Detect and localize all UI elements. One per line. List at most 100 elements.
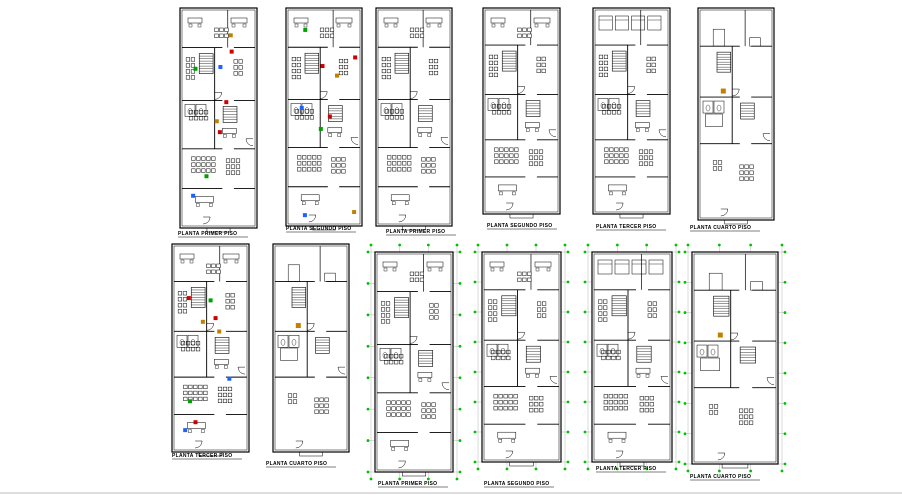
chair <box>613 394 618 399</box>
chair <box>536 68 541 73</box>
chair <box>488 305 493 310</box>
chair <box>401 412 406 417</box>
entrance-step <box>724 219 748 225</box>
chair <box>517 33 522 38</box>
chair <box>431 408 436 413</box>
chair <box>312 161 317 166</box>
chair <box>603 394 608 399</box>
chair <box>603 317 608 322</box>
chair <box>744 176 749 181</box>
chair <box>297 167 302 172</box>
chair <box>533 161 539 166</box>
chair <box>429 309 434 314</box>
chair <box>501 110 507 115</box>
chair <box>646 56 651 61</box>
chair <box>193 396 198 401</box>
entrance-step <box>619 461 645 467</box>
chair <box>506 355 511 361</box>
chair <box>203 384 208 389</box>
door-swing <box>410 336 418 344</box>
chair <box>496 349 501 355</box>
chair <box>498 394 503 399</box>
chair <box>528 161 534 166</box>
chair <box>397 167 402 172</box>
desk <box>417 372 433 378</box>
chair <box>426 414 431 419</box>
chair <box>389 115 394 120</box>
chair <box>639 408 644 413</box>
chair <box>433 70 439 76</box>
chair <box>744 164 749 169</box>
chair <box>191 162 196 167</box>
plan-title: PLANTA CUARTO PISO <box>266 461 327 467</box>
chair <box>613 406 618 411</box>
desk <box>608 184 627 192</box>
chair <box>609 147 614 152</box>
equipment-marker <box>229 49 234 54</box>
chair <box>609 153 614 158</box>
desk <box>534 261 552 268</box>
equipment-marker <box>295 323 301 329</box>
restroom <box>498 98 510 111</box>
chair <box>338 70 344 76</box>
chair <box>409 271 414 276</box>
chair <box>409 27 415 32</box>
chair <box>387 167 392 172</box>
equipment-marker <box>352 210 357 215</box>
chair <box>414 33 420 38</box>
chair <box>201 168 206 173</box>
equipment-marker <box>717 332 723 338</box>
chair <box>302 161 307 166</box>
chair <box>603 305 608 310</box>
floor-plan-9: PLANTA PRIMER PISO <box>366 243 462 488</box>
desk <box>497 431 517 439</box>
desk <box>490 17 506 24</box>
chair <box>623 394 628 399</box>
chair <box>238 59 243 64</box>
door-swing <box>658 129 667 138</box>
chair <box>609 159 614 164</box>
plan-title: PLANTA TERCER PISO <box>596 466 656 472</box>
chair <box>392 167 397 172</box>
chair <box>292 399 298 404</box>
chair <box>493 72 499 77</box>
chair <box>235 164 241 169</box>
door-swing <box>337 366 346 375</box>
door-swing <box>295 440 304 449</box>
chair <box>529 396 534 401</box>
restroom <box>195 104 207 117</box>
chair <box>603 406 608 411</box>
chair <box>708 410 714 415</box>
chair <box>299 115 304 120</box>
chair <box>214 33 219 38</box>
chair <box>185 63 191 68</box>
bed <box>597 259 613 275</box>
equipment-marker <box>193 66 198 71</box>
desk <box>222 253 240 260</box>
chair <box>203 116 209 121</box>
chair <box>177 297 183 302</box>
chair <box>603 60 609 65</box>
chair <box>649 402 654 407</box>
chair <box>647 301 652 306</box>
chair <box>608 400 613 405</box>
chair <box>291 62 296 68</box>
chair <box>506 110 512 115</box>
chair <box>188 384 193 389</box>
chair <box>708 404 714 409</box>
chair <box>402 155 407 160</box>
desk <box>383 17 399 24</box>
chair <box>177 309 183 314</box>
chair <box>643 149 649 154</box>
chair <box>624 159 629 164</box>
chair <box>319 409 324 414</box>
plan-title: PLANTA CUARTO PISO <box>690 225 751 231</box>
chair <box>494 153 499 158</box>
chair <box>386 406 391 411</box>
chair <box>421 169 426 174</box>
chair <box>183 384 188 389</box>
chair <box>539 396 544 401</box>
entrance-step <box>312 225 336 231</box>
equipment-marker <box>320 64 325 69</box>
chair <box>619 147 624 152</box>
